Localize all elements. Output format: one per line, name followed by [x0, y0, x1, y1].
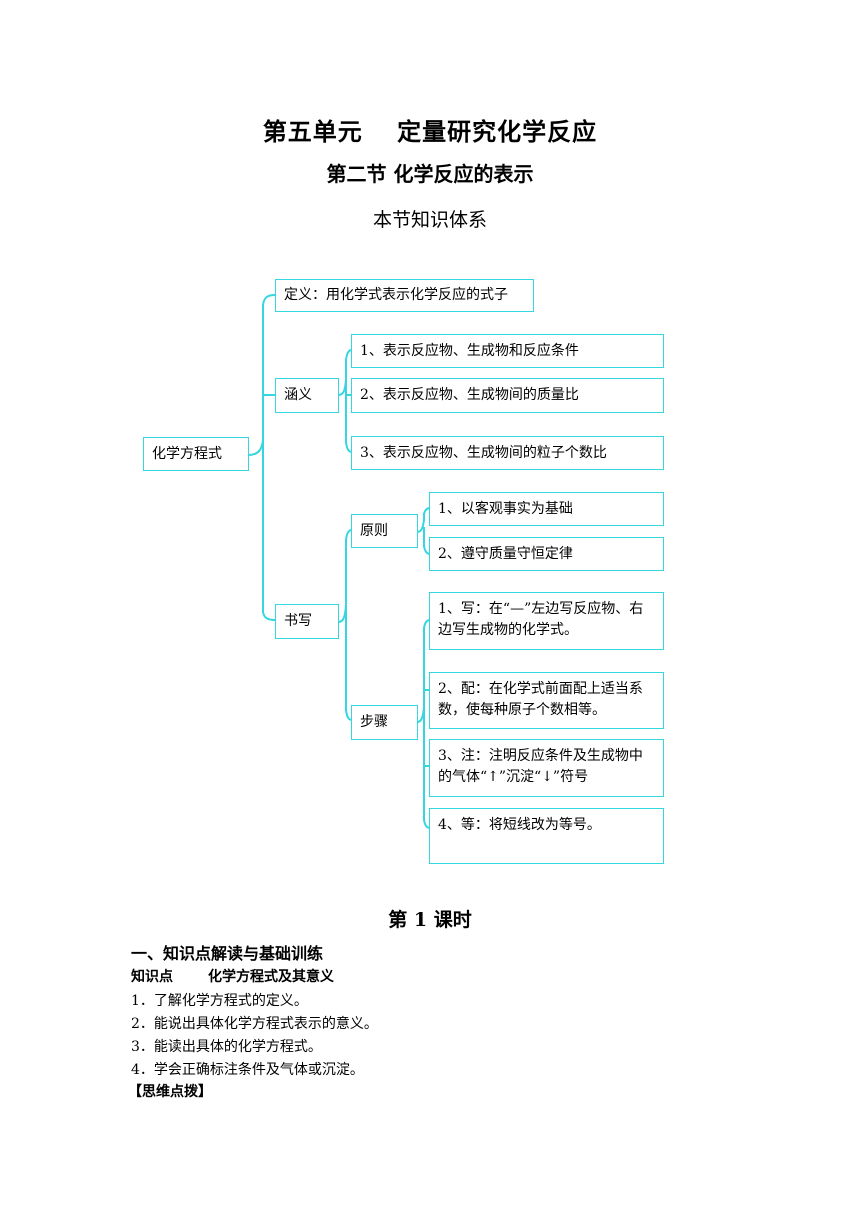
meaning-node: 涵义 — [275, 378, 339, 413]
lesson-heading: 第 1 课时 — [388, 909, 472, 931]
section-title: 第二节 化学反应的表示 — [326, 162, 534, 186]
principle-node: 原则 — [351, 514, 418, 548]
knowledge-point-title: 化学方程式及其意义 — [208, 969, 334, 985]
point-2: 2．能说出具体化学方程式表示的意义。 — [131, 1016, 378, 1032]
step-item-1: 1、写：在“—”左边写反应物、右边写生成物的化学式。 — [429, 592, 664, 650]
meaning-item-3: 3、表示反应物、生成物间的粒子个数比 — [351, 436, 664, 470]
definition-node: 定义：用化学式表示化学反应的式子 — [275, 279, 534, 312]
steps-node: 步骤 — [351, 705, 418, 740]
writing-node: 书写 — [275, 604, 339, 639]
principle-item-1: 1、以客观事实为基础 — [429, 492, 664, 526]
step-item-3: 3、注：注明反应条件及生成物中的气体“↑”沉淀“↓”符号 — [429, 739, 664, 797]
point-4: 4．学会正确标注条件及气体或沉淀。 — [131, 1062, 364, 1078]
principle-item-2: 2、遵守质量守恒定律 — [429, 537, 664, 571]
thinking-tip: 【思维点拨】 — [128, 1084, 212, 1100]
meaning-item-1: 1、表示反应物、生成物和反应条件 — [351, 334, 664, 368]
point-1: 1．了解化学方程式的定义。 — [131, 993, 308, 1009]
root-node: 化学方程式 — [143, 437, 249, 471]
step-item-2: 2、配：在化学式前面配上适当系数，使每种原子个数相等。 — [429, 672, 664, 729]
section-heading: 一、知识点解读与基础训练 — [131, 944, 324, 963]
unit-title: 第五单元 定量研究化学反应 — [262, 118, 598, 146]
knowledge-point-label: 知识点 — [131, 969, 173, 985]
subtitle: 本节知识体系 — [372, 209, 487, 231]
point-3: 3．能读出具体的化学方程式。 — [131, 1039, 322, 1055]
meaning-item-2: 2、表示反应物、生成物间的质量比 — [351, 378, 664, 413]
step-item-4: 4、等：将短线改为等号。 — [429, 808, 664, 864]
